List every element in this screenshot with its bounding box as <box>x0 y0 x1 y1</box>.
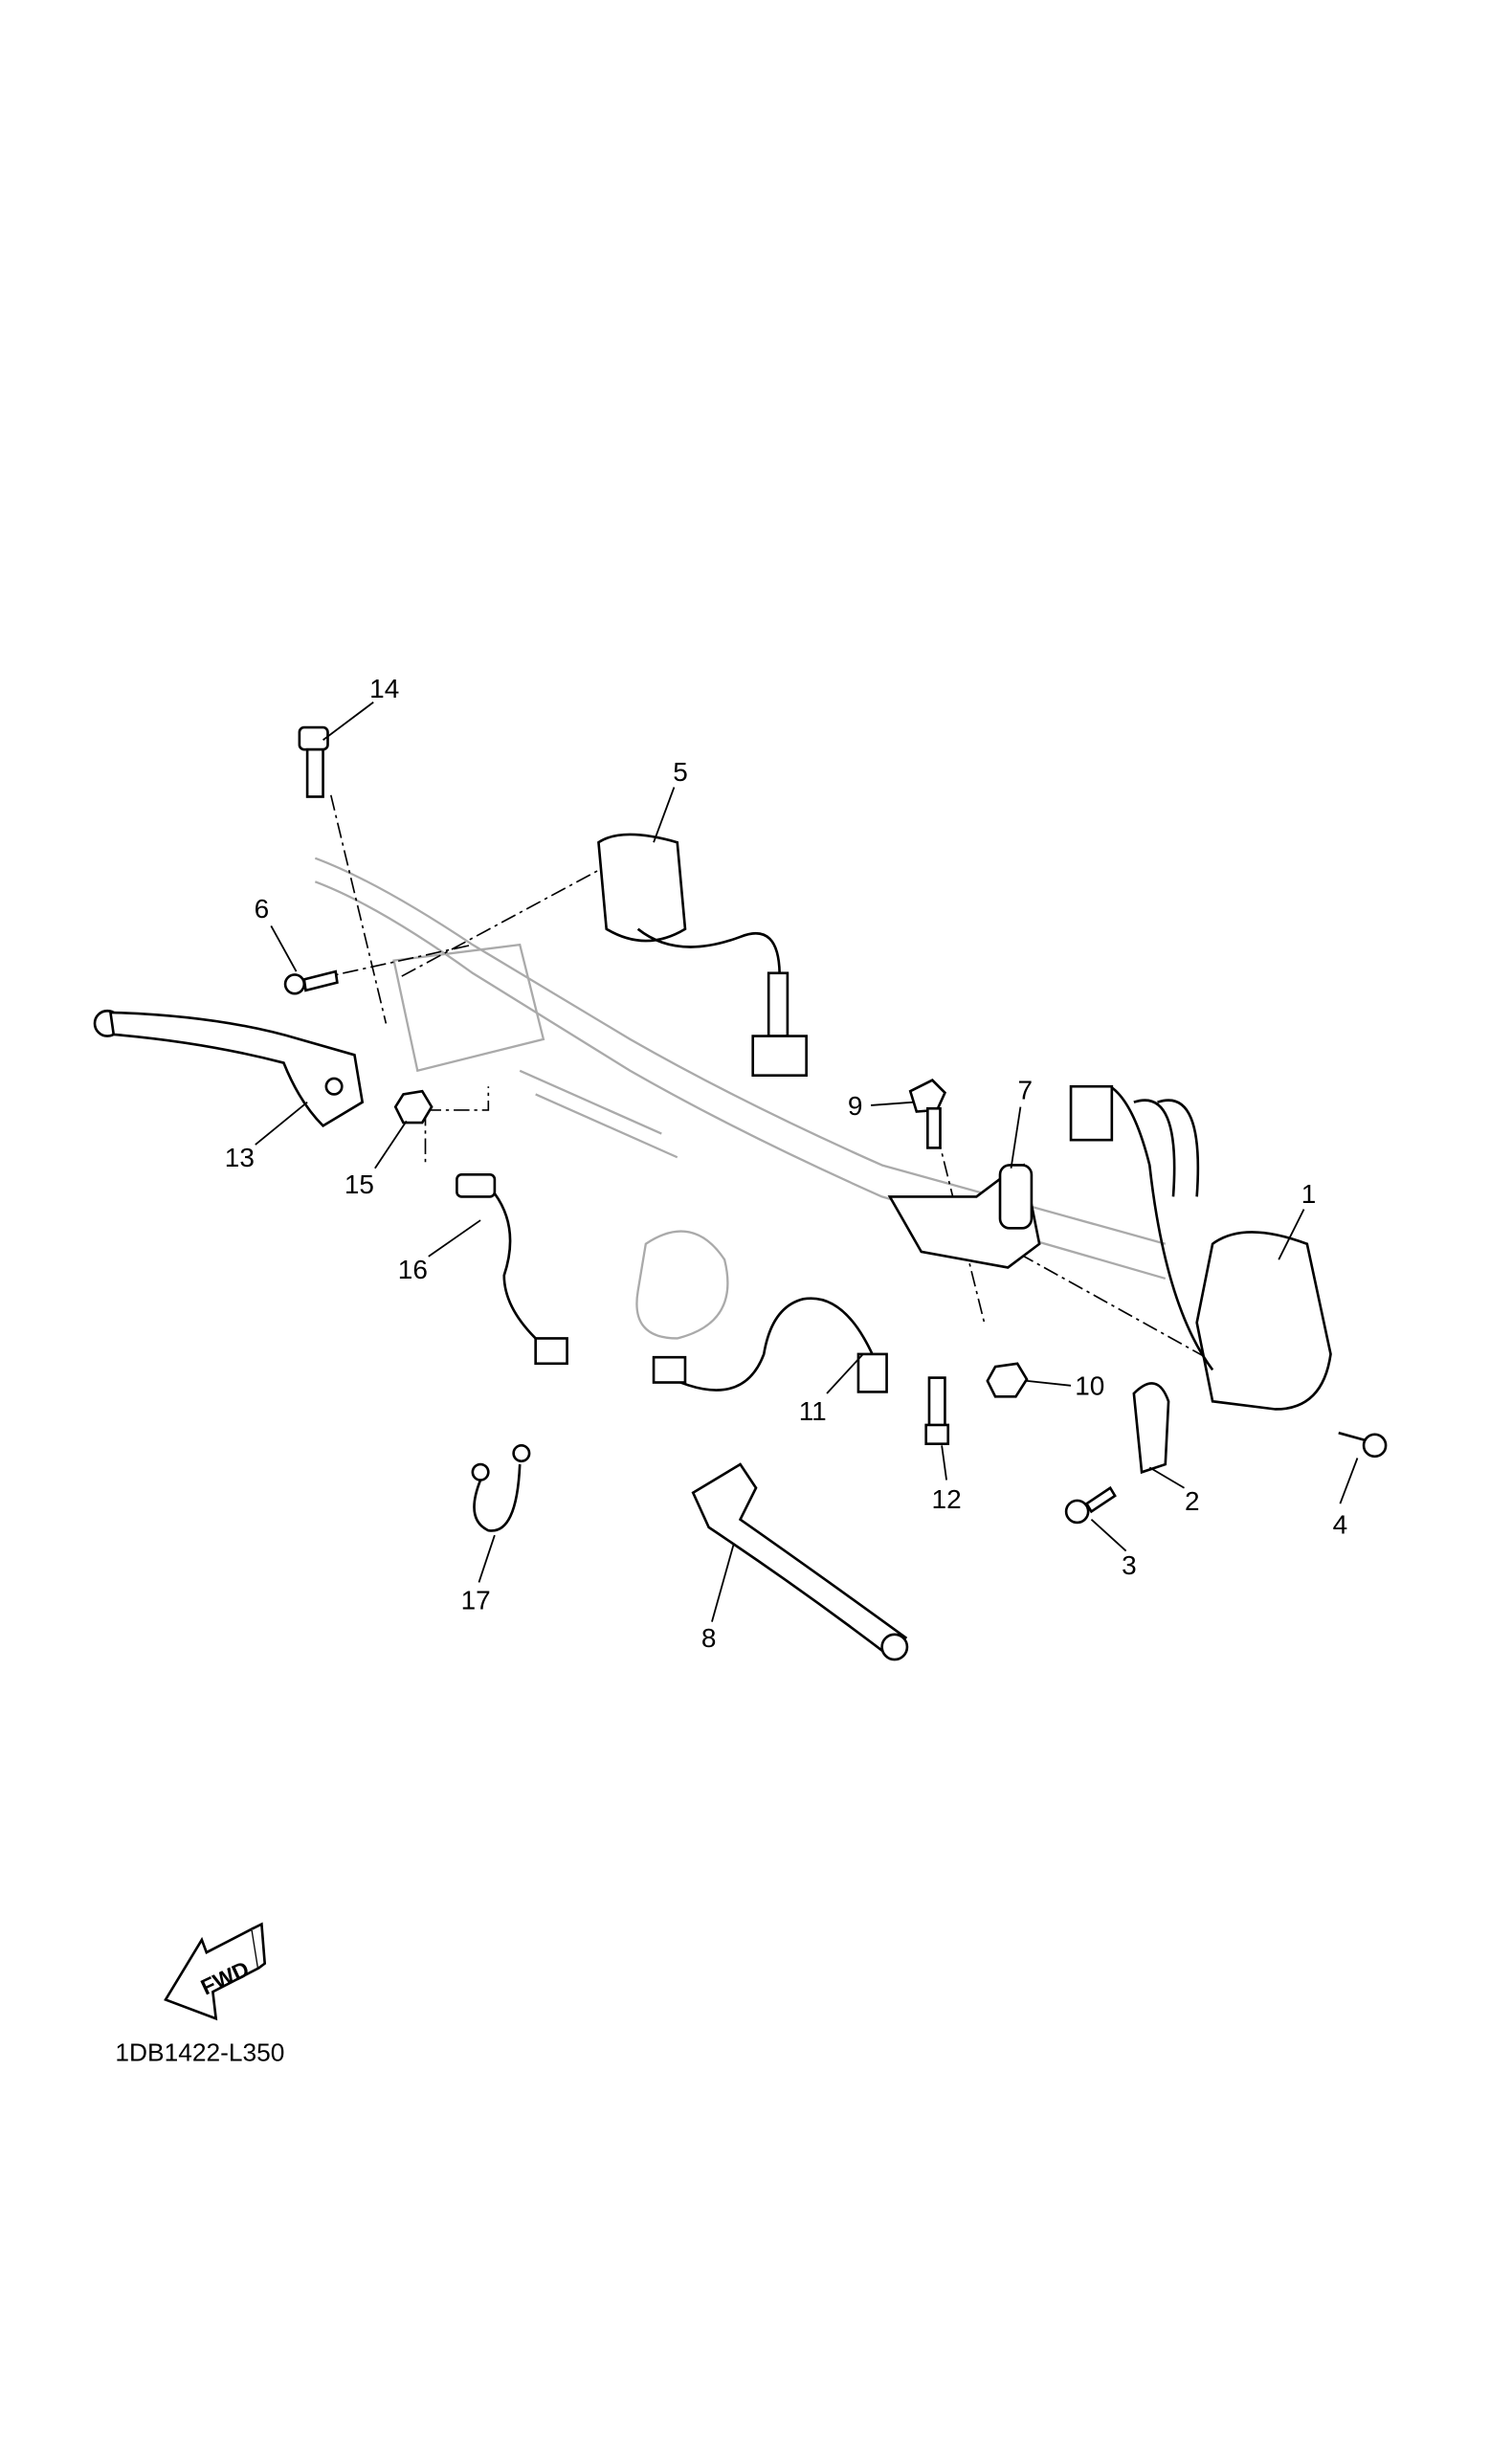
callout-1: 1 <box>1301 1179 1317 1209</box>
callout-4: 4 <box>1333 1509 1348 1539</box>
part-17-band <box>471 1444 531 1532</box>
part-7-holder <box>887 1163 1041 1269</box>
callout-16: 16 <box>398 1255 428 1284</box>
assembly-lines <box>315 794 1229 1371</box>
callout-14: 14 <box>369 674 399 703</box>
callout-3: 3 <box>1122 1550 1137 1580</box>
forward-arrow-icon: FWD <box>164 1922 267 2021</box>
part-13-lever <box>93 1009 365 1128</box>
part-4-screw <box>1338 1431 1388 1459</box>
part-5-switch <box>597 833 808 1078</box>
part-14-bolt <box>298 725 329 798</box>
callout-12: 12 <box>932 1484 962 1514</box>
callout-11: 11 <box>799 1396 827 1426</box>
part-10-nut <box>986 1362 1029 1398</box>
part-2-clamp <box>1132 1382 1170 1475</box>
part-1-switch <box>1069 1084 1332 1411</box>
drawing-code: 1DB1422-L350 <box>115 2038 284 2067</box>
callout-2: 2 <box>1185 1486 1200 1516</box>
callout-9: 9 <box>848 1091 863 1121</box>
part-3-screw <box>1064 1485 1117 1525</box>
leader-lines <box>255 702 1359 1622</box>
part-6-screw <box>283 969 339 995</box>
callout-6: 6 <box>255 894 270 924</box>
part-9-bolt <box>908 1079 947 1149</box>
part-8-lever <box>691 1462 909 1661</box>
handlebar-outline <box>314 857 1167 1340</box>
callout-7: 7 <box>1018 1075 1034 1104</box>
part-15-nut <box>393 1089 434 1125</box>
part-16-switch <box>456 1173 568 1366</box>
part-11-switch <box>652 1297 888 1393</box>
callout-17: 17 <box>461 1585 491 1615</box>
callout-15: 15 <box>345 1169 374 1199</box>
callout-10: 10 <box>1075 1371 1104 1401</box>
part-12-bolt <box>924 1376 950 1446</box>
callout-8: 8 <box>701 1623 717 1653</box>
callout-13: 13 <box>225 1143 255 1172</box>
callout-5: 5 <box>673 757 688 787</box>
